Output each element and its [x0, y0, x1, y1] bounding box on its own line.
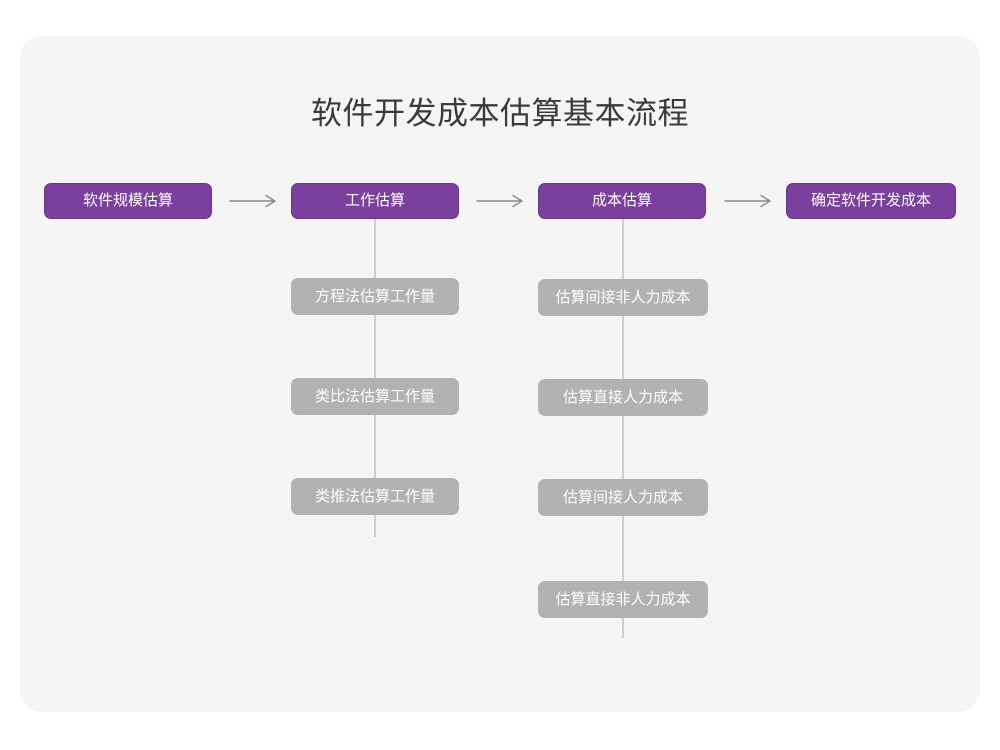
stage-node-2[interactable]: 工作估算 [291, 183, 459, 219]
right-arrow-icon-3 [723, 193, 777, 209]
substep-node-2-2-label: 类比法估算工作量 [314, 388, 435, 405]
stage-node-3[interactable]: 成本估算 [538, 183, 706, 219]
right-arrow-icon-2 [475, 193, 529, 209]
stage-node-1-label: 软件规模估算 [82, 192, 173, 209]
stage-node-4-label: 确定软件开发成本 [810, 192, 931, 209]
page-title: 软件开发成本估算基本流程 [311, 96, 689, 131]
connector-line-stage-3 [622, 219, 624, 638]
stage-node-4[interactable]: 确定软件开发成本 [786, 183, 956, 219]
substep-node-3-3[interactable]: 估算间接人力成本 [538, 479, 708, 516]
substep-node-3-4-label: 估算直接非人力成本 [555, 591, 691, 608]
diagram-card: 软件开发成本估算基本流程 软件规模估算 工作估算 成本估算 确定软件开发成本 [20, 36, 980, 712]
substep-node-3-2-label: 估算直接人力成本 [562, 389, 683, 406]
stage-node-1[interactable]: 软件规模估算 [44, 183, 212, 219]
right-arrow-icon-1 [228, 193, 282, 209]
substep-node-2-2[interactable]: 类比法估算工作量 [291, 378, 459, 415]
substep-node-2-3[interactable]: 类推法估算工作量 [291, 478, 459, 515]
substep-node-3-1[interactable]: 估算间接非人力成本 [538, 279, 708, 316]
substep-node-2-1[interactable]: 方程法估算工作量 [291, 278, 459, 315]
substep-node-3-1-label: 估算间接非人力成本 [555, 289, 691, 306]
substep-node-2-3-label: 类推法估算工作量 [314, 488, 435, 505]
substep-node-3-2[interactable]: 估算直接人力成本 [538, 379, 708, 416]
stage-node-3-label: 成本估算 [591, 192, 652, 209]
stage-node-2-label: 工作估算 [344, 192, 405, 209]
substep-node-3-4[interactable]: 估算直接非人力成本 [538, 581, 708, 618]
substep-node-2-1-label: 方程法估算工作量 [314, 288, 435, 305]
substep-node-3-3-label: 估算间接人力成本 [562, 489, 683, 506]
